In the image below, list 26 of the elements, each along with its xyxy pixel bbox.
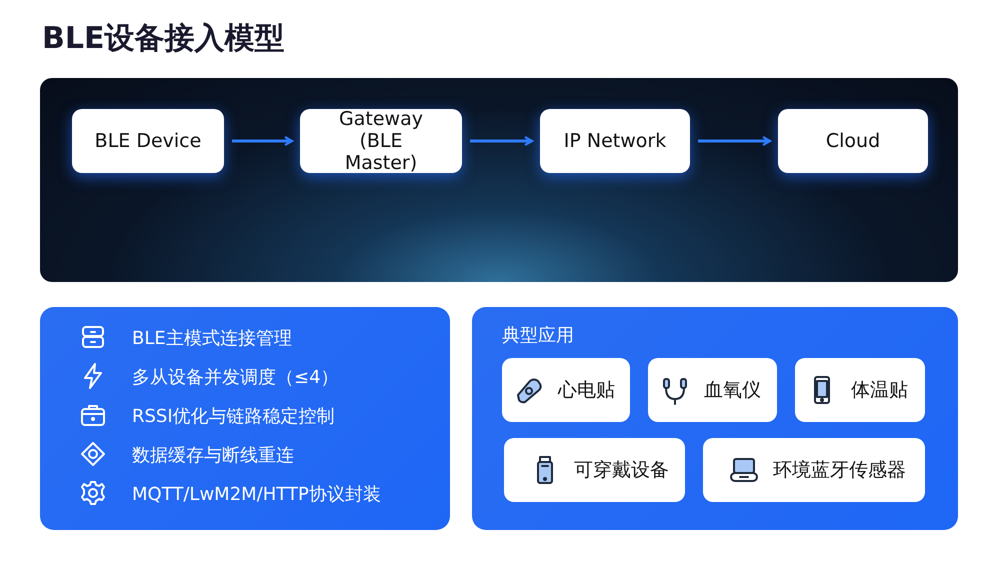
card-text: 环境蓝牙传感器 xyxy=(773,458,906,483)
application-panel xyxy=(472,307,958,530)
feature-text: RSSI优化与链路稳定控制 xyxy=(132,405,335,428)
application-card xyxy=(504,438,685,502)
process-box: IP Network xyxy=(540,109,690,173)
card-text: 心电贴 xyxy=(558,378,615,403)
process-box: BLE Device xyxy=(72,109,224,173)
arrow xyxy=(698,136,772,146)
page-title: BLE设备接入模型 xyxy=(42,20,284,58)
application-card xyxy=(648,358,777,422)
feature-panel xyxy=(40,307,450,530)
panel-heading: 典型应用 xyxy=(502,324,574,347)
feature-text: 数据缓存与断线重连 xyxy=(132,444,294,467)
feature-text: 多从设备并发调度（≤4） xyxy=(132,366,339,389)
arrow xyxy=(470,136,534,146)
application-card xyxy=(795,358,925,422)
application-card xyxy=(703,438,925,502)
card-text: 血氧仪 xyxy=(704,378,761,403)
card-text: 可穿戴设备 xyxy=(574,458,669,483)
application-card xyxy=(502,358,630,422)
feature-text: MQTT/LwM2M/HTTP协议封装 xyxy=(132,483,381,506)
arrow xyxy=(232,136,294,146)
process-box: Gateway (BLE Master) xyxy=(300,109,462,173)
feature-text: BLE主模式连接管理 xyxy=(132,327,292,350)
card-text: 体温贴 xyxy=(851,378,908,403)
process-box: Cloud xyxy=(778,109,928,173)
